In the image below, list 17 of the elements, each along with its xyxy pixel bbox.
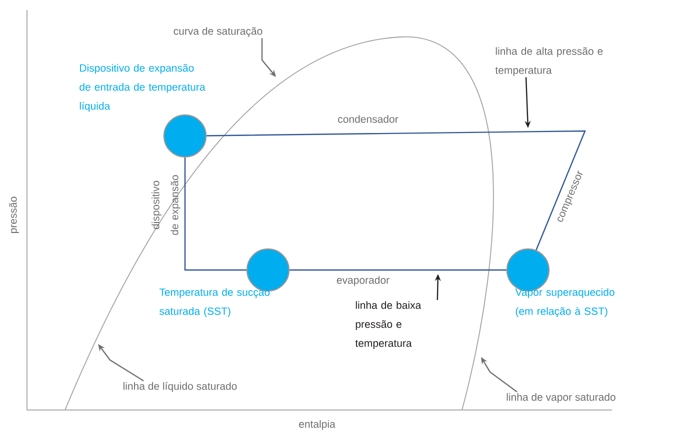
callout-text: curva de saturação — [174, 27, 262, 37]
cycle-line — [290, 269, 506, 271]
point-caption: Vapor superaquecido (em relação à SST) — [515, 288, 614, 318]
callout-text: linha de vapor saturado — [506, 393, 616, 403]
cycle-line — [206, 130, 586, 250]
callout-text: linha de alta pressão e temperatura — [495, 47, 603, 76]
edge-label: evaporador — [336, 276, 390, 286]
point-caption: Dispositivo de expansão de entrada de temperatura líquida — [80, 64, 206, 112]
axis-title: pressão — [9, 196, 19, 233]
cycle-line — [184, 158, 246, 271]
point-caption: Temperatura de sucção saturada (SST) — [159, 288, 270, 317]
edge-label: dispositivo de expansão — [152, 175, 180, 235]
axis-title: entalpia — [299, 420, 336, 430]
state-point — [163, 114, 207, 158]
callout-text: linha de baixa pressão e temperatura — [355, 301, 422, 349]
callout-text: linha de líquido saturado — [124, 382, 237, 392]
line-label: condensador — [338, 115, 398, 123]
